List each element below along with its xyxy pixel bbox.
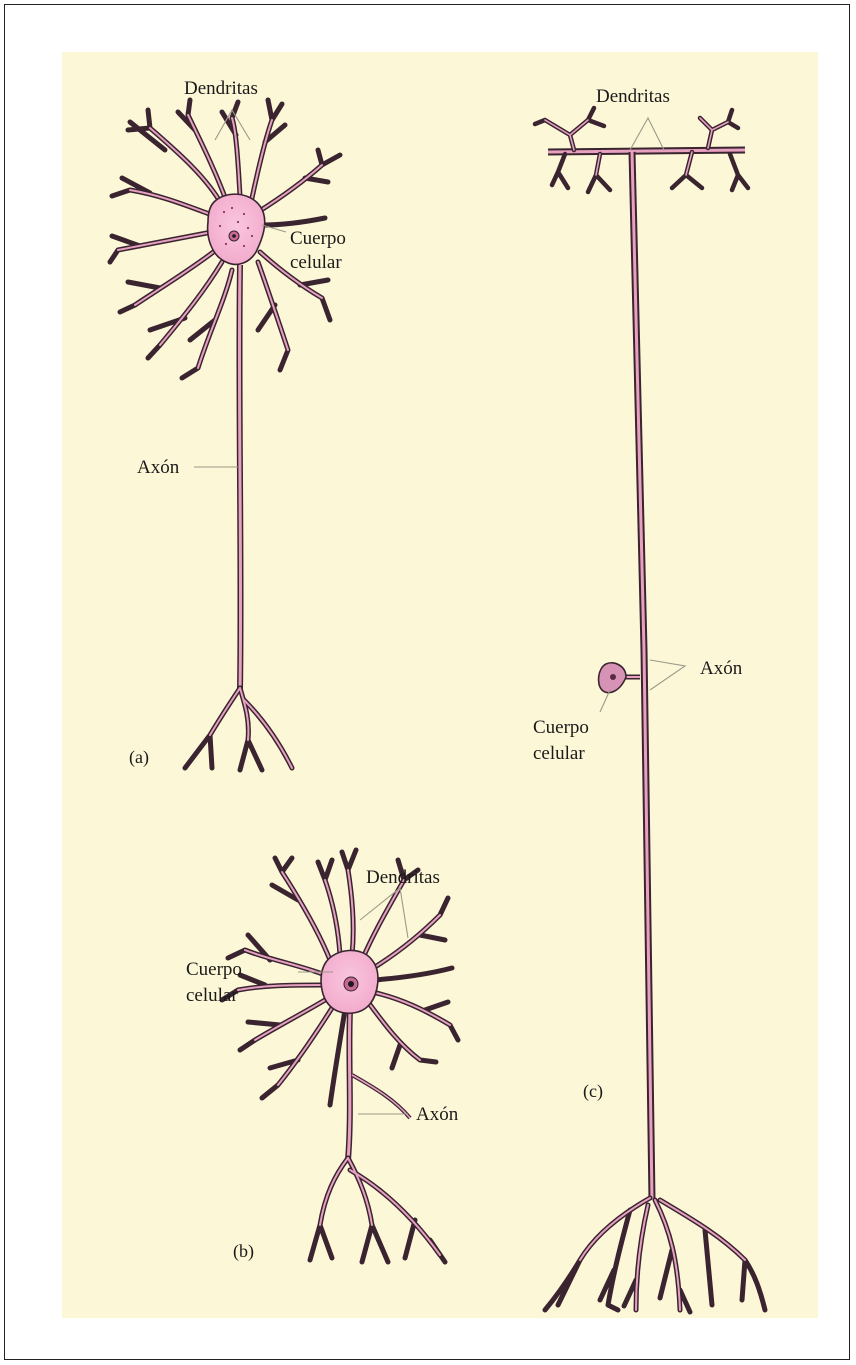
neuron-c-nucleus: [610, 674, 616, 680]
neuron-c-axon: [624, 152, 652, 1200]
neuron-c-axon-label: Axón: [700, 658, 743, 679]
neuron-b-axon-label: Axón: [416, 1104, 459, 1125]
neuron-b-nucleolus: [348, 981, 354, 987]
neuron-b-cell-body-label-line2: celular: [186, 985, 238, 1006]
neuron-a-cell-body-label-line1: Cuerpo: [290, 228, 346, 249]
neuron-b: Dendritas Cuerpo celular Axón (b): [186, 850, 459, 1262]
neuron-a-nucleolus: [232, 234, 236, 238]
neuron-b-axon-terminals: [310, 1158, 445, 1262]
neuron-c-dendrites: [535, 108, 748, 192]
neuron-c: Dendritas Axón Cuerpo celular (c): [533, 86, 765, 1312]
neuron-a: Dendritas Cuerpo celular Axón (a): [110, 78, 346, 770]
neuron-b-tag: (b): [233, 1241, 254, 1262]
neuron-c-tag: (c): [583, 1081, 603, 1102]
neuron-b-cell-body-label-line1: Cuerpo: [186, 959, 242, 980]
neuron-a-axon-terminals: [185, 688, 292, 770]
neuron-b-axon: [348, 1010, 410, 1160]
neuron-a-cell-body-label-line2: celular: [290, 252, 342, 273]
neuron-c-cell-body-label-line1: Cuerpo: [533, 717, 589, 738]
neuron-a-dendrites-label: Dendritas: [184, 78, 258, 99]
neuron-a-tag: (a): [129, 747, 149, 768]
neuron-c-cell-body-label-line2: celular: [533, 743, 585, 764]
neuron-a-cell-body: [208, 194, 265, 264]
neuron-b-dendrites-label: Dendritas: [366, 867, 440, 888]
neuron-a-axon-label: Axón: [137, 457, 180, 478]
neuron-a-axon: [239, 265, 240, 690]
neuron-c-axon-terminals: [545, 1198, 765, 1312]
neuron-c-dendrites-label: Dendritas: [596, 86, 670, 107]
